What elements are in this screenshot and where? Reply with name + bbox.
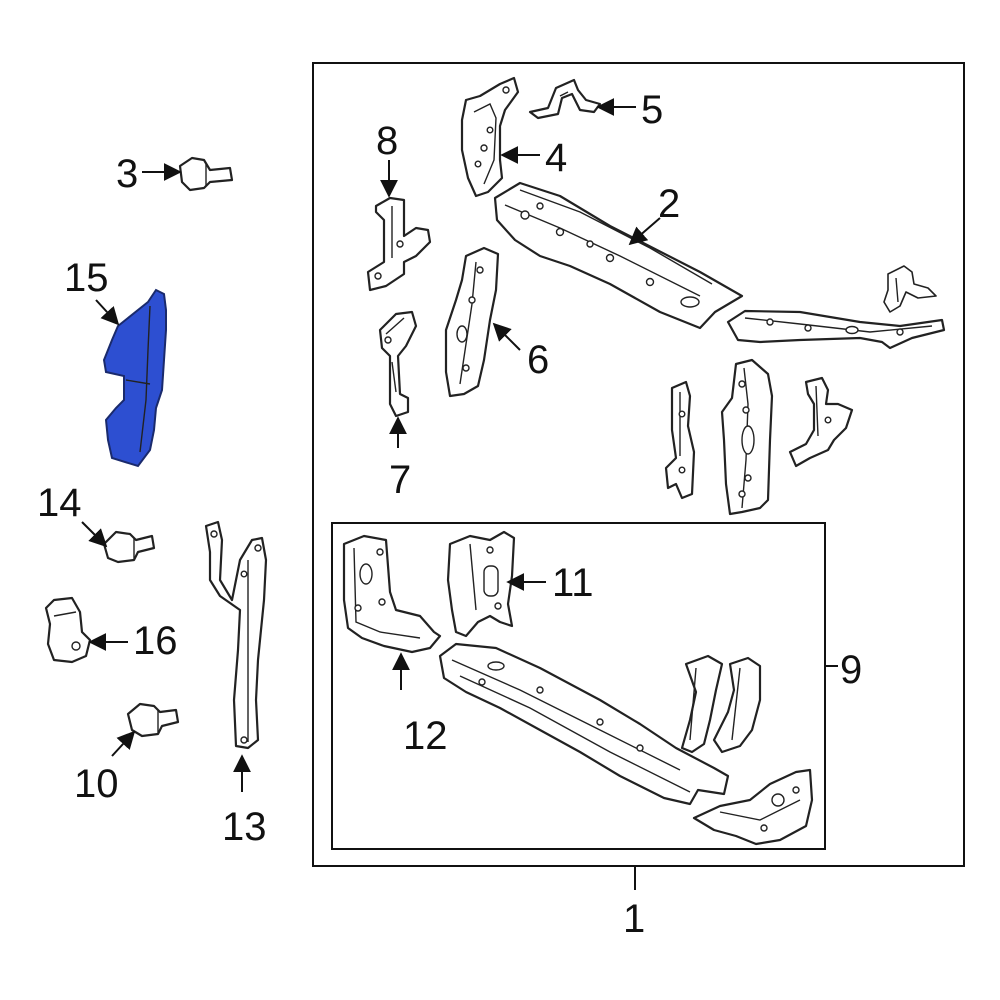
callout-3: 3 — [116, 152, 138, 196]
part-9-lower-right-supports[interactable] — [680, 654, 762, 754]
part-9-lower-tie-bar[interactable] — [438, 642, 730, 806]
part-8-bracket[interactable] — [366, 196, 432, 292]
part-13-side-support-rod[interactable] — [204, 520, 268, 750]
part-12-lower-right-bracket[interactable] — [692, 768, 814, 846]
part-5-mirror-bracket[interactable] — [883, 265, 937, 313]
part-5-bracket[interactable] — [528, 78, 602, 120]
part-3-bolt[interactable] — [178, 156, 234, 192]
callout-7: 7 — [389, 458, 411, 502]
callout-10: 10 — [74, 762, 119, 806]
subassembly-box-9 — [331, 522, 826, 850]
callout-1: 1 — [623, 897, 645, 941]
callout-14: 14 — [37, 481, 82, 525]
callout-15: 15 — [64, 256, 109, 300]
part-14-bolt[interactable] — [102, 530, 156, 564]
callout-5: 5 — [641, 88, 663, 132]
leader-15 — [95, 299, 120, 326]
callout-12: 12 — [403, 714, 448, 758]
part-7-latch-rod[interactable] — [378, 310, 418, 418]
part-4-support-bracket[interactable] — [460, 76, 520, 198]
highlight-fill — [102, 288, 167, 468]
leader-2 — [628, 217, 661, 246]
part-2-tie-bar-right-extension[interactable] — [726, 309, 946, 350]
callout-16: 16 — [133, 619, 178, 663]
part-2-upper-tie-bar[interactable] — [493, 181, 744, 330]
part-8-right-bracket[interactable] — [788, 376, 854, 468]
leader-14 — [81, 521, 108, 548]
part-16-retainer-clip[interactable] — [44, 596, 92, 664]
callout-8: 8 — [376, 119, 398, 163]
callout-13: 13 — [222, 805, 267, 849]
leader-6 — [492, 322, 521, 351]
callout-11: 11 — [552, 561, 594, 605]
callout-2: 2 — [658, 182, 680, 226]
part-15-air-guide-highlighted[interactable] — [102, 288, 167, 468]
part-6-vertical-support[interactable] — [444, 246, 500, 398]
leader-10 — [111, 730, 136, 757]
part-6-right-main-support[interactable] — [720, 358, 774, 516]
part-12-lower-side-bracket[interactable] — [342, 534, 442, 654]
part-10-bolt[interactable] — [126, 702, 180, 738]
part-11-lower-bracket[interactable] — [446, 530, 516, 638]
callout-4: 4 — [545, 136, 567, 180]
part-6-right-small-bracket[interactable] — [664, 380, 696, 500]
callout-6: 6 — [527, 338, 549, 382]
assembly-box-1 — [312, 62, 965, 867]
callout-9: 9 — [840, 648, 862, 692]
